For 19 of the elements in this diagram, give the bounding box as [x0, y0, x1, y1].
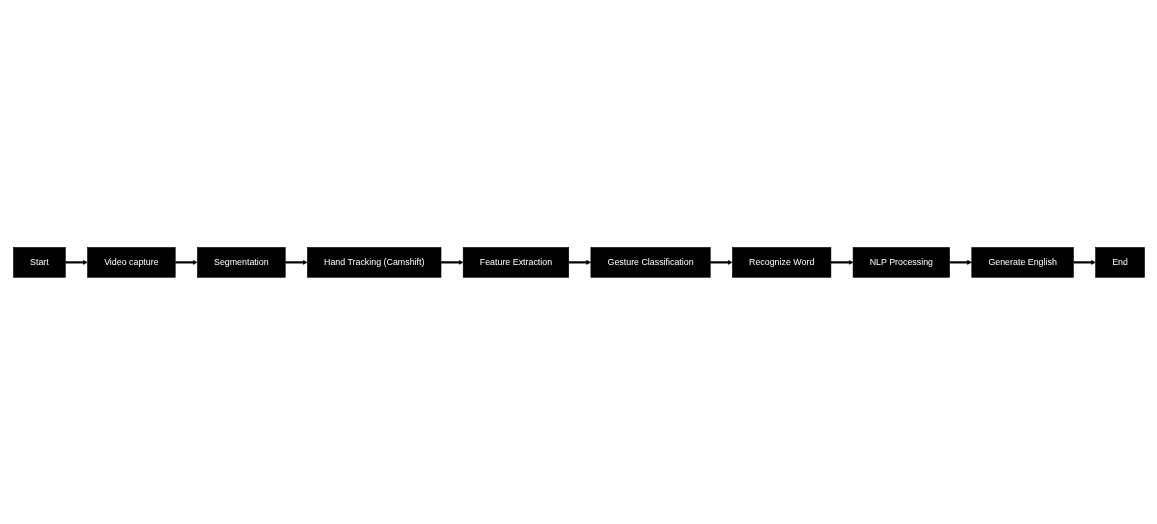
node-box: NLP Processing	[852, 246, 950, 278]
node-box: Recognize Word	[731, 246, 831, 278]
arrow	[709, 259, 733, 265]
arrow	[284, 259, 308, 265]
arrow	[64, 259, 88, 265]
node-box: Generate English	[971, 246, 1074, 278]
node-box: Feature Extraction	[462, 246, 569, 278]
arrow	[174, 259, 198, 265]
node-box: Hand Tracking (Camshift)	[306, 246, 441, 278]
node-box: Gesture Classification	[590, 246, 711, 278]
arrow	[830, 259, 853, 265]
arrow	[949, 259, 972, 265]
node-box: Segmentation	[196, 246, 286, 278]
node-box: Video capture	[86, 246, 175, 278]
arrow	[568, 259, 591, 265]
arrow	[1072, 259, 1096, 265]
node-box: End	[1094, 246, 1145, 278]
arrow	[440, 259, 463, 265]
node-box: Start	[12, 246, 66, 278]
